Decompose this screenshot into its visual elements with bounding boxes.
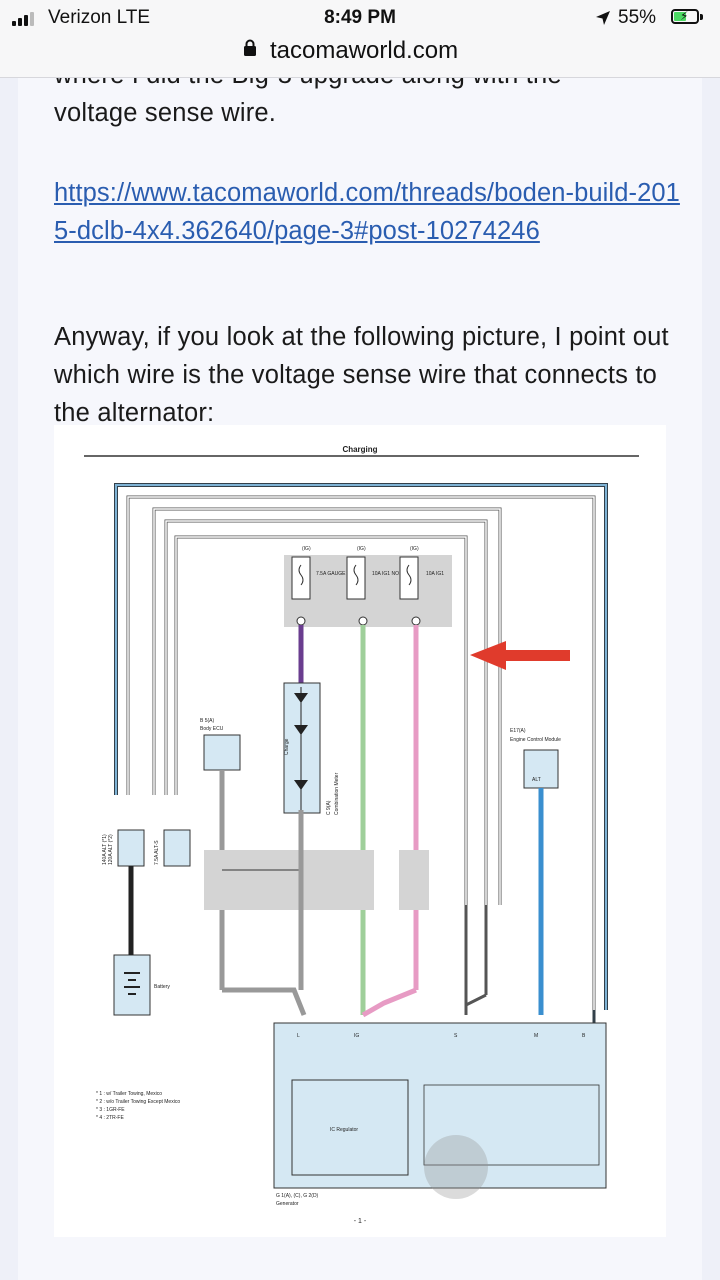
diagram-title: Charging xyxy=(342,445,377,454)
thread-link[interactable]: https://www.tacomaworld.com/threads/bode… xyxy=(54,179,680,245)
svg-text:S: S xyxy=(454,1033,458,1039)
generator: L IG S M B IC Regulator G 1(A), (C), G 2… xyxy=(273,1022,607,1207)
play-overlay-icon[interactable] xyxy=(424,1135,488,1199)
svg-text:IG: IG xyxy=(354,1033,359,1039)
svg-text:B: B xyxy=(582,1033,586,1039)
signal-icon xyxy=(12,12,38,26)
battery-charging-icon: ⚡ xyxy=(671,9,699,24)
location-arrow-icon xyxy=(596,11,610,25)
clock: 8:49 PM xyxy=(324,7,396,28)
svg-text:Engine Control Module: Engine Control Module xyxy=(510,737,561,743)
address-bar[interactable]: tacomaworld.com xyxy=(0,36,720,78)
post-paragraph: Anyway, if you look at the following pic… xyxy=(54,323,669,427)
status-bar: Verizon LTE 8:49 PM 55% ⚡ xyxy=(0,0,720,36)
battery-percent: 55% xyxy=(618,7,657,28)
post-text: voltage sense wire. xyxy=(54,99,277,127)
svg-text:* 4 : 2TR-FE: * 4 : 2TR-FE xyxy=(96,1115,124,1121)
red-arrow-icon xyxy=(470,641,570,670)
fuse-7-5a-gauge: (IG) 7.5A GAUGE xyxy=(291,546,346,600)
svg-text:Body ECU: Body ECU xyxy=(200,726,224,732)
svg-text:10A IG1 NO. 2: 10A IG1 NO. 2 xyxy=(372,571,405,577)
svg-text:C 9(A): C 9(A) xyxy=(326,800,332,815)
post-text-line: where I did the Big-3 upgrade along with… xyxy=(54,78,694,132)
url-domain[interactable]: tacomaworld.com xyxy=(270,37,459,64)
battery-symbol: Battery xyxy=(113,954,170,1016)
svg-text:(IG): (IG) xyxy=(302,546,311,552)
svg-text:E17(A): E17(A) xyxy=(510,728,526,734)
svg-text:7.5A GAUGE: 7.5A GAUGE xyxy=(316,571,346,577)
diagram-page-number: - 1 - xyxy=(354,1218,367,1225)
body-ecu: B 5(A) Body ECU xyxy=(200,718,241,771)
svg-text:B 5(A): B 5(A) xyxy=(200,718,215,724)
engine-control-module: E17(A) Engine Control Module ALT xyxy=(510,728,561,789)
svg-text:(IG): (IG) xyxy=(410,546,419,552)
cut-off-line: where I did the Big-3 upgrade along with… xyxy=(54,78,562,89)
fuse-10a-ig1-no2: (IG) 10A IG1 NO. 2 xyxy=(346,546,405,600)
svg-text:Combination Meter: Combination Meter xyxy=(334,772,340,815)
battery-cap xyxy=(700,14,703,20)
footnotes: * 1 : w/ Trailer Towing, Mexico * 2 : w/… xyxy=(96,1091,180,1121)
svg-text:Charge: Charge xyxy=(284,738,290,755)
fuse-10a-ig1: (IG) 10A IG1 xyxy=(399,546,444,600)
svg-text:10A IG1: 10A IG1 xyxy=(426,571,444,577)
svg-text:IC Regulator: IC Regulator xyxy=(330,1127,358,1133)
wiring-diagram[interactable]: Charging (IG) 7.5A GAUGE (IG) xyxy=(54,425,666,1237)
svg-text:* 2 : w/o Trailer Towing Excep: * 2 : w/o Trailer Towing Except Mexico xyxy=(96,1099,180,1105)
svg-text:Battery: Battery xyxy=(154,984,170,990)
svg-text:(IG): (IG) xyxy=(357,546,366,552)
carrier-label: Verizon LTE xyxy=(48,7,151,28)
fusible-links: 140A ALT (*1) 120A ALT (*2) 7.5A ALT-S xyxy=(102,829,191,867)
svg-text:* 3 : 1GR-FE: * 3 : 1GR-FE xyxy=(96,1107,125,1113)
svg-text:140A ALT (*1): 140A ALT (*1) xyxy=(102,834,108,865)
page-content[interactable]: where I did the Big-3 upgrade along with… xyxy=(0,78,720,1280)
svg-text:L: L xyxy=(297,1033,300,1039)
svg-text:M: M xyxy=(534,1033,538,1039)
svg-text:Generator: Generator xyxy=(276,1201,299,1207)
combination-meter: Charge C 9(A) Combination Meter xyxy=(283,682,340,815)
lock-icon xyxy=(244,39,256,56)
svg-text:G 1(A), (C), G 2(D): G 1(A), (C), G 2(D) xyxy=(276,1193,319,1199)
svg-text:* 1 : w/ Trailer Towing, Mexic: * 1 : w/ Trailer Towing, Mexico xyxy=(96,1091,162,1097)
svg-text:ALT: ALT xyxy=(532,777,541,783)
svg-text:7.5A ALT-S: 7.5A ALT-S xyxy=(154,840,160,865)
svg-text:120A ALT (*2): 120A ALT (*2) xyxy=(108,834,114,865)
fuse-block xyxy=(284,555,452,627)
